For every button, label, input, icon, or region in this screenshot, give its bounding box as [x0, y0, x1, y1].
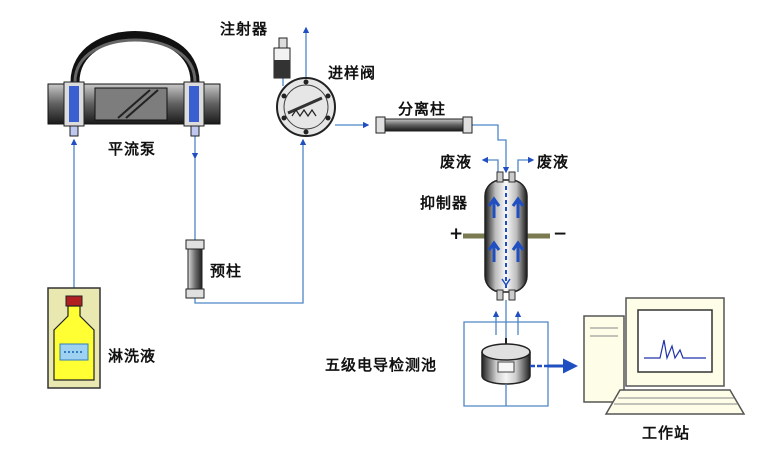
detector-label: 五级电导检测池 — [325, 356, 438, 374]
column-icon — [375, 116, 473, 134]
detector-cell-icon — [481, 338, 578, 406]
eluent-label: 淋洗液 — [108, 347, 157, 365]
suppressor-icon — [463, 171, 550, 301]
workstation-label: 工作站 — [642, 424, 691, 442]
bottle-icon — [47, 287, 101, 389]
injector-label: 注射器 — [220, 20, 269, 38]
pump-label: 平流泵 — [108, 140, 157, 158]
guard-to-valve-line — [194, 138, 307, 304]
waste-left-line — [481, 156, 499, 172]
minus-sign: − — [553, 224, 568, 244]
valve-label: 进样阀 — [328, 64, 377, 82]
waste-right-line — [517, 156, 535, 172]
valve-icon — [276, 77, 336, 137]
waste-left-label: 废液 — [440, 153, 473, 171]
flow-lines — [70, 26, 549, 407]
column-to-suppressor-line — [470, 124, 510, 174]
column-label: 分离柱 — [398, 100, 447, 118]
guard-column-icon — [185, 239, 205, 299]
plus-sign: + — [449, 224, 464, 244]
waste-right-label: 废液 — [537, 153, 570, 171]
pump-icon — [47, 31, 221, 137]
suppressor-label: 抑制器 — [420, 194, 469, 212]
computer-icon — [583, 297, 746, 415]
guard-column-label: 预柱 — [210, 262, 243, 280]
syringe-icon — [273, 37, 291, 79]
detector-frame — [463, 321, 549, 407]
